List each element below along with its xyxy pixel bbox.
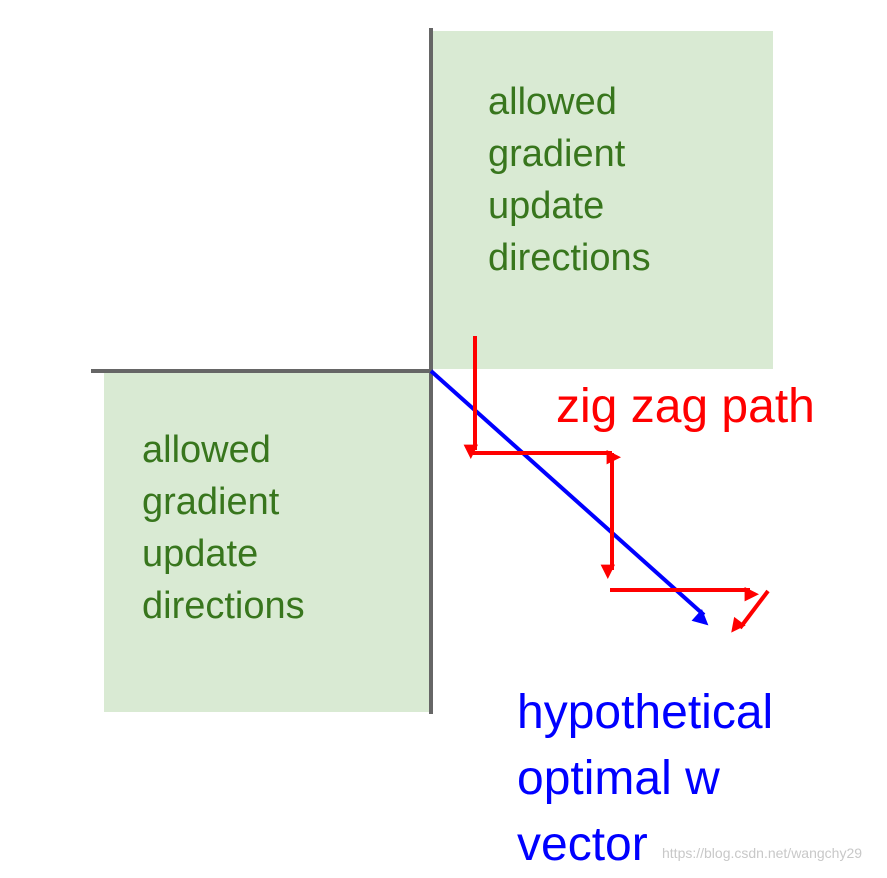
allowed-directions-label-top-right: allowed gradient update directions	[488, 81, 651, 279]
allowed-region-top-right	[433, 31, 773, 369]
watermark: https://blog.csdn.net/wangchy29	[662, 845, 863, 861]
zigzag-path	[463, 336, 770, 633]
allowed-region-bottom-left	[104, 373, 430, 712]
zigzag-segment-5	[731, 589, 770, 633]
zigzag-path-label: zig zag path	[556, 380, 815, 433]
horizontal-axis	[91, 369, 433, 373]
optimal-vector-label: hypothetical optimal w vector	[517, 686, 774, 871]
allowed-directions-label-bottom-left: allowed gradient update directions	[142, 429, 305, 627]
